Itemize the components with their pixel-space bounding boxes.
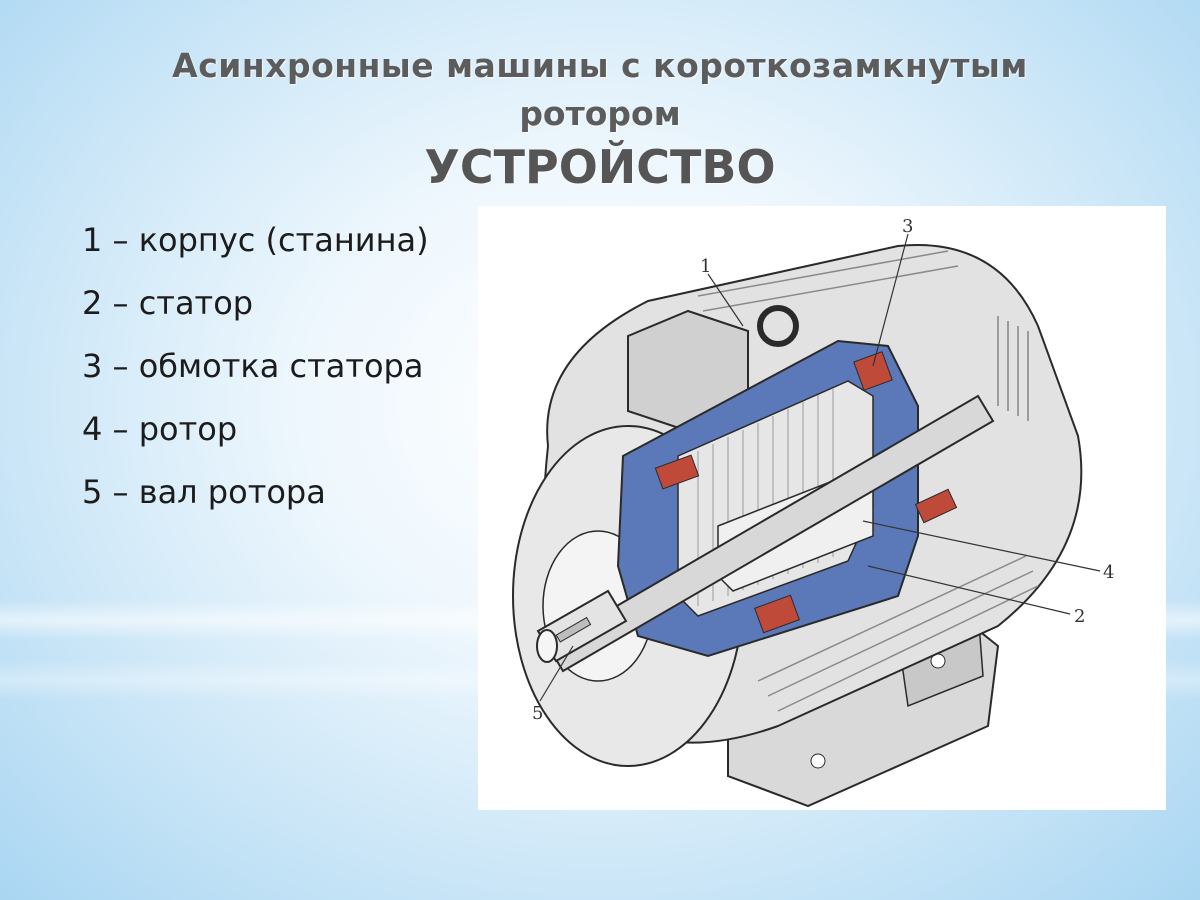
- legend-item-2: 2 – статор: [82, 284, 254, 322]
- rotor-shaft: [546, 394, 995, 673]
- foot-bolt-hole: [810, 753, 826, 769]
- shaft-key: [555, 616, 592, 643]
- callout-leaders: [539, 233, 1101, 702]
- motor-cutaway-illustration: 1 3 4 2 5: [512, 216, 1114, 808]
- slide-title-line-2: ротором: [519, 94, 681, 133]
- callout-4: 4: [1103, 562, 1114, 583]
- callout-5: 5: [532, 703, 543, 724]
- lifting-eye: [757, 305, 799, 347]
- legend-item-5: 5 – вал ротора: [82, 473, 326, 511]
- fan-grille: [997, 316, 1029, 421]
- motor-diagram: 1 3 4 2 5: [478, 206, 1166, 810]
- slide-title-line-1: Асинхронные машины с короткозамкнутым: [172, 46, 1028, 85]
- legend-item-4: 4 – ротор: [82, 410, 238, 448]
- legend-item-1: 1 – корпус (станина): [82, 221, 429, 259]
- legend-item-3: 3 – обмотка статора: [82, 347, 424, 385]
- slide-heading: УСТРОЙСТВО: [424, 140, 776, 194]
- callout-1: 1: [700, 256, 711, 277]
- callout-3: 3: [902, 216, 913, 237]
- callout-2: 2: [1074, 606, 1085, 627]
- cooling-fins: [697, 250, 1039, 712]
- parts-legend: 1 – корпус (станина) 2 – статор 3 – обмо…: [82, 214, 429, 529]
- stator-windings: [654, 351, 958, 634]
- shaft-tip: [536, 629, 558, 663]
